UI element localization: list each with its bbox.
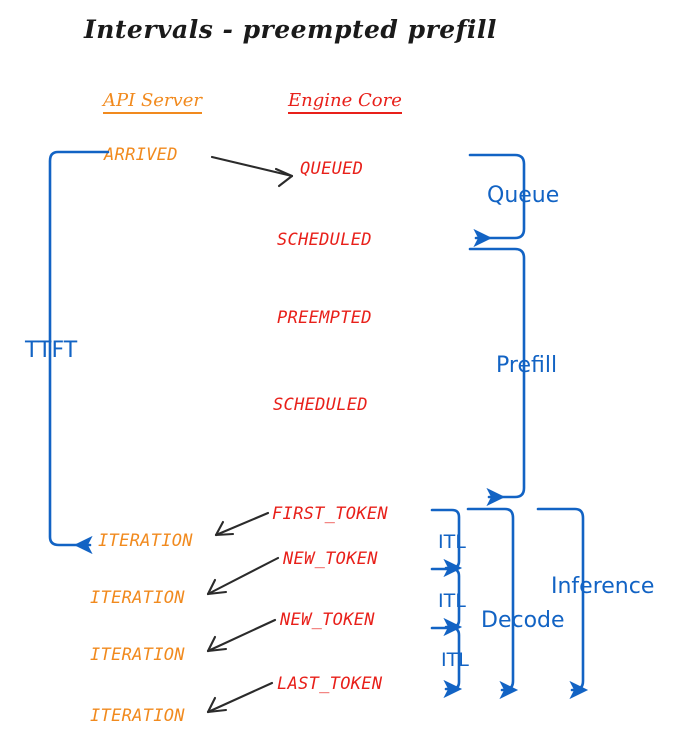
column-header-engine-core: Engine Core [288, 90, 402, 114]
state-queued: QUEUED [300, 159, 364, 179]
state-arrived: ARRIVED [104, 145, 178, 165]
arrow-arrived-to-queued [210, 155, 294, 178]
state-last-token: LAST_TOKEN [277, 674, 383, 694]
state-scheduled-2: SCHEDULED [273, 395, 368, 415]
interval-label-inference: Inference [548, 574, 658, 599]
interval-label-queue: Queue [484, 183, 563, 208]
state-preempted: PREEMPTED [277, 308, 372, 328]
state-iteration-3: ITERATION [90, 645, 185, 665]
state-new-token-1: NEW_TOKEN [283, 549, 378, 569]
state-iteration-2: ITERATION [90, 588, 185, 608]
inference-bracket [536, 507, 589, 700]
page-title: Intervals - preempted prefill [84, 15, 497, 44]
state-scheduled-1: SCHEDULED [277, 230, 372, 250]
arrow-new-token-to-iteration-1 [206, 556, 280, 596]
arrow-last-token-to-iteration [206, 681, 274, 714]
interval-label-ttft: TTFT [22, 338, 81, 363]
interval-label-decode: Decode [478, 608, 568, 633]
state-first-token: FIRST_TOKEN [272, 504, 388, 524]
interval-label-itl-1: ITL [435, 531, 469, 553]
interval-label-prefill: Prefill [493, 353, 561, 378]
arrow-first-token-to-iteration [214, 511, 270, 537]
decode-bracket [466, 507, 519, 700]
state-iteration-1: ITERATION [98, 531, 193, 551]
state-new-token-2: NEW_TOKEN [280, 610, 375, 630]
state-iteration-4: ITERATION [90, 706, 185, 726]
interval-label-itl-2: ITL [435, 590, 469, 612]
interval-label-itl-3: ITL [438, 649, 472, 671]
column-header-api-server: API Server [103, 90, 202, 114]
arrow-new-token-to-iteration-2 [206, 618, 277, 653]
